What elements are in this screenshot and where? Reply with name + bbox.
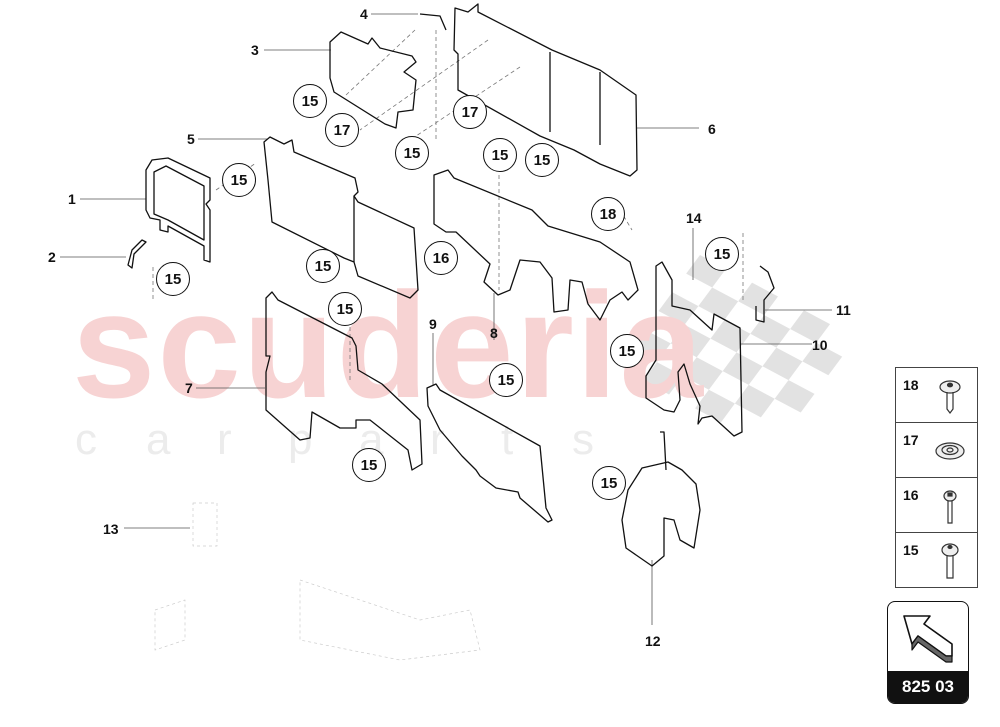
page-code: 825 03	[888, 671, 968, 703]
callout-15: 15	[705, 237, 739, 271]
arrow-up-left-icon	[903, 615, 953, 663]
callout-17: 17	[325, 113, 359, 147]
watermark-letter: s	[572, 415, 594, 464]
watermark-letter: c	[75, 415, 97, 464]
part-label-12: 12	[645, 633, 661, 649]
part-label-9: 9	[429, 316, 437, 332]
callout-15: 15	[395, 136, 429, 170]
part-label-1: 1	[68, 191, 76, 207]
part-label-3: 3	[251, 42, 259, 58]
callout-15: 15	[525, 143, 559, 177]
part-label-6: 6	[708, 121, 716, 137]
flanged-bolt-icon	[939, 380, 961, 414]
legend-number: 17	[903, 432, 919, 448]
legend-item-16: 16	[896, 478, 977, 533]
callout-15: 15	[592, 466, 626, 500]
part-label-14: 14	[686, 210, 702, 226]
part-label-10: 10	[812, 337, 828, 353]
watermark-letter: t	[501, 415, 514, 464]
page-reference-button[interactable]: 825 03	[887, 601, 969, 704]
watermark-letter: r	[217, 415, 232, 464]
clip-nut-icon	[935, 442, 965, 460]
callout-15: 15	[156, 262, 190, 296]
callout-15: 15	[293, 84, 327, 118]
part-label-7: 7	[185, 380, 193, 396]
legend-number: 16	[903, 487, 919, 503]
watermark-letter: r	[430, 415, 445, 464]
legend-item-15: 15	[896, 533, 977, 587]
callout-15: 15	[610, 334, 644, 368]
callout-15: 15	[328, 292, 362, 326]
part-label-13: 13	[103, 521, 119, 537]
part-label-8: 8	[490, 325, 498, 341]
pan-head-screw-icon	[941, 543, 959, 579]
callout-18: 18	[591, 197, 625, 231]
fastener-legend: 18 17 16 15	[895, 367, 978, 588]
screw-icon	[943, 490, 957, 524]
part-label-5: 5	[187, 131, 195, 147]
callout-17: 17	[453, 95, 487, 129]
callout-15: 15	[483, 138, 517, 172]
legend-item-17: 17	[896, 423, 977, 478]
watermark-letter: a	[146, 415, 171, 464]
part-label-4: 4	[360, 6, 368, 22]
callout-15: 15	[222, 163, 256, 197]
legend-item-18: 18	[896, 368, 977, 423]
callout-16: 16	[424, 241, 458, 275]
callout-15: 15	[352, 448, 386, 482]
part-label-11: 11	[836, 302, 851, 318]
legend-number: 15	[903, 542, 919, 558]
callout-15: 15	[306, 249, 340, 283]
part-label-2: 2	[48, 249, 56, 265]
callout-15: 15	[489, 363, 523, 397]
legend-number: 18	[903, 377, 919, 393]
